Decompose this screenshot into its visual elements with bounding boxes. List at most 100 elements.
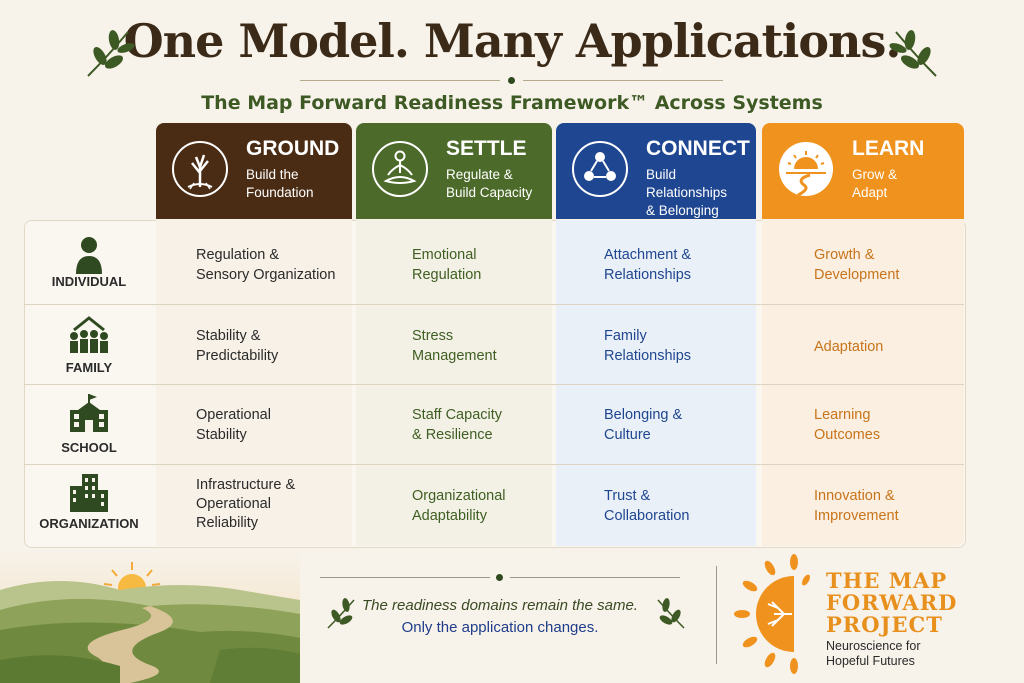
footer-divider-right: [510, 577, 680, 578]
cell-school-learn: Learning Outcomes: [814, 405, 880, 445]
row-divider: [24, 304, 964, 305]
page-subtitle: The Map Forward Readiness Framework™ Acr…: [201, 92, 823, 114]
cell-individual-connect: Attachment & Relationships: [604, 245, 691, 285]
cell-line: Stress: [412, 328, 454, 344]
ground-column-bg: [156, 220, 352, 546]
school-building-icon: [70, 394, 108, 432]
page-title: One Model. Many Applications.: [123, 14, 902, 68]
landscape-illustration: [0, 550, 300, 683]
cell-school-ground: Operational Stability: [196, 405, 271, 445]
cell-line: Adaptation: [814, 339, 884, 355]
title-divider-left: [300, 80, 500, 81]
sun-tree-logo-icon: [734, 554, 810, 674]
cell-line: Stability &: [196, 328, 261, 344]
leaf-sprig-icon: [327, 598, 355, 629]
connect-column-bg: [556, 220, 756, 546]
column-subtitle: Regulate & Build Capacity: [446, 166, 532, 202]
logo-tagline-line: Hopeful Futures: [826, 654, 915, 668]
column-subtitle-line: Grow &: [852, 167, 898, 182]
cell-individual-learn: Growth & Development: [814, 245, 899, 285]
title-divider-right: [523, 80, 723, 81]
row-label-school: SCHOOL: [24, 386, 154, 464]
column-subtitle-line: Adapt: [852, 185, 888, 200]
cell-line: Regulation &: [196, 247, 280, 263]
column-subtitle: Build the Foundation: [246, 166, 314, 202]
column-header-settle: SETTLE Regulate & Build Capacity: [356, 123, 552, 219]
column-title: SETTLE: [446, 137, 527, 160]
column-subtitle-line: Build Relationships: [646, 167, 728, 200]
logo-line: FORWARD: [826, 590, 958, 615]
cell-family-ground: Stability & Predictability: [196, 326, 278, 366]
row-label-text: SCHOOL: [61, 440, 117, 455]
footer-divider-left: [320, 577, 490, 578]
cell-organization-learn: Innovation & Improvement: [814, 486, 899, 526]
title-divider-dot: [508, 77, 515, 84]
column-header-ground: GROUND Build the Foundation: [156, 123, 352, 219]
cell-line: Family: [604, 328, 647, 344]
row-divider: [24, 464, 964, 465]
column-header-connect: CONNECT Build Relationships & Belonging: [556, 123, 756, 219]
cell-individual-settle: Emotional Regulation: [412, 245, 481, 285]
column-subtitle-line: & Belonging: [646, 203, 719, 218]
column-subtitle-line: Foundation: [246, 185, 314, 200]
column-title: LEARN: [852, 137, 925, 160]
column-subtitle: Build Relationships & Belonging: [646, 166, 756, 220]
cell-line: Adaptability: [412, 508, 487, 524]
leaf-sprig-icon: [87, 30, 135, 77]
tree-icon: [172, 141, 228, 197]
cell-line: Outcomes: [814, 427, 881, 443]
column-title: GROUND: [246, 137, 340, 160]
row-label-organization: ORGANIZATION: [24, 466, 154, 544]
cell-family-learn: Adaptation: [814, 337, 883, 357]
row-label-family: FAMILY: [24, 306, 154, 384]
cell-line: Innovation &: [814, 488, 895, 504]
cell-line: Organizational: [412, 488, 506, 504]
logo-tagline-line: Neuroscience for: [826, 639, 921, 653]
cell-line: Stability: [196, 427, 247, 443]
row-label-text: FAMILY: [65, 360, 113, 375]
leaf-sprig-icon: [889, 30, 937, 77]
row-divider: [24, 384, 964, 385]
person-icon: [76, 237, 102, 274]
cell-line: Sensory Organization: [196, 267, 336, 283]
cell-line: Culture: [604, 427, 651, 443]
cell-line: & Resilience: [412, 427, 493, 443]
cell-line: Learning: [814, 407, 871, 423]
cell-line: Attachment &: [604, 247, 692, 263]
row-label-text: ORGANIZATION: [39, 516, 139, 531]
logo-wordmark: THE MAP FORWARD PROJECT: [826, 570, 957, 636]
cell-line: Management: [412, 348, 497, 364]
cell-line: Infrastructure &: [196, 477, 296, 493]
settle-column-bg: [356, 220, 552, 546]
cell-line: Relationships: [604, 267, 692, 283]
cell-line: Predictability: [196, 348, 279, 364]
cell-line: Collaboration: [604, 508, 690, 524]
learn-column-bg: [762, 220, 964, 546]
meditation-icon: [372, 141, 428, 197]
logo-line: PROJECT: [826, 612, 943, 637]
office-buildings-icon: [70, 474, 108, 512]
leaf-sprig-icon: [657, 598, 685, 629]
cell-line: Staff Capacity: [412, 407, 503, 423]
column-subtitle-line: Build Capacity: [446, 185, 533, 200]
footer-divider-dot: [496, 574, 503, 581]
column-title: CONNECT: [646, 137, 750, 160]
cell-family-connect: Family Relationships: [604, 326, 691, 366]
cell-line: Development: [814, 267, 900, 283]
column-header-learn: LEARN Grow & Adapt: [762, 123, 964, 219]
cell-line: Reliability: [196, 515, 259, 531]
connected-people-icon: [572, 141, 628, 197]
footer-vertical-divider: [716, 566, 717, 664]
cell-organization-ground: Infrastructure & Operational Reliability: [196, 476, 295, 533]
cell-line: Relationships: [604, 348, 692, 364]
cell-line: Improvement: [814, 508, 899, 524]
logo-tagline: Neuroscience for Hopeful Futures: [826, 639, 921, 669]
cell-line: Emotional: [412, 247, 477, 263]
cell-line: Regulation: [412, 267, 482, 283]
row-label-text: INDIVIDUAL: [51, 274, 127, 289]
cell-line: Belonging &: [604, 407, 683, 423]
footer-message-line1: The readiness domains remain the same.: [362, 597, 638, 614]
cell-organization-connect: Trust & Collaboration: [604, 486, 689, 526]
cell-line: Growth &: [814, 247, 875, 263]
cell-line: Operational: [196, 407, 271, 423]
